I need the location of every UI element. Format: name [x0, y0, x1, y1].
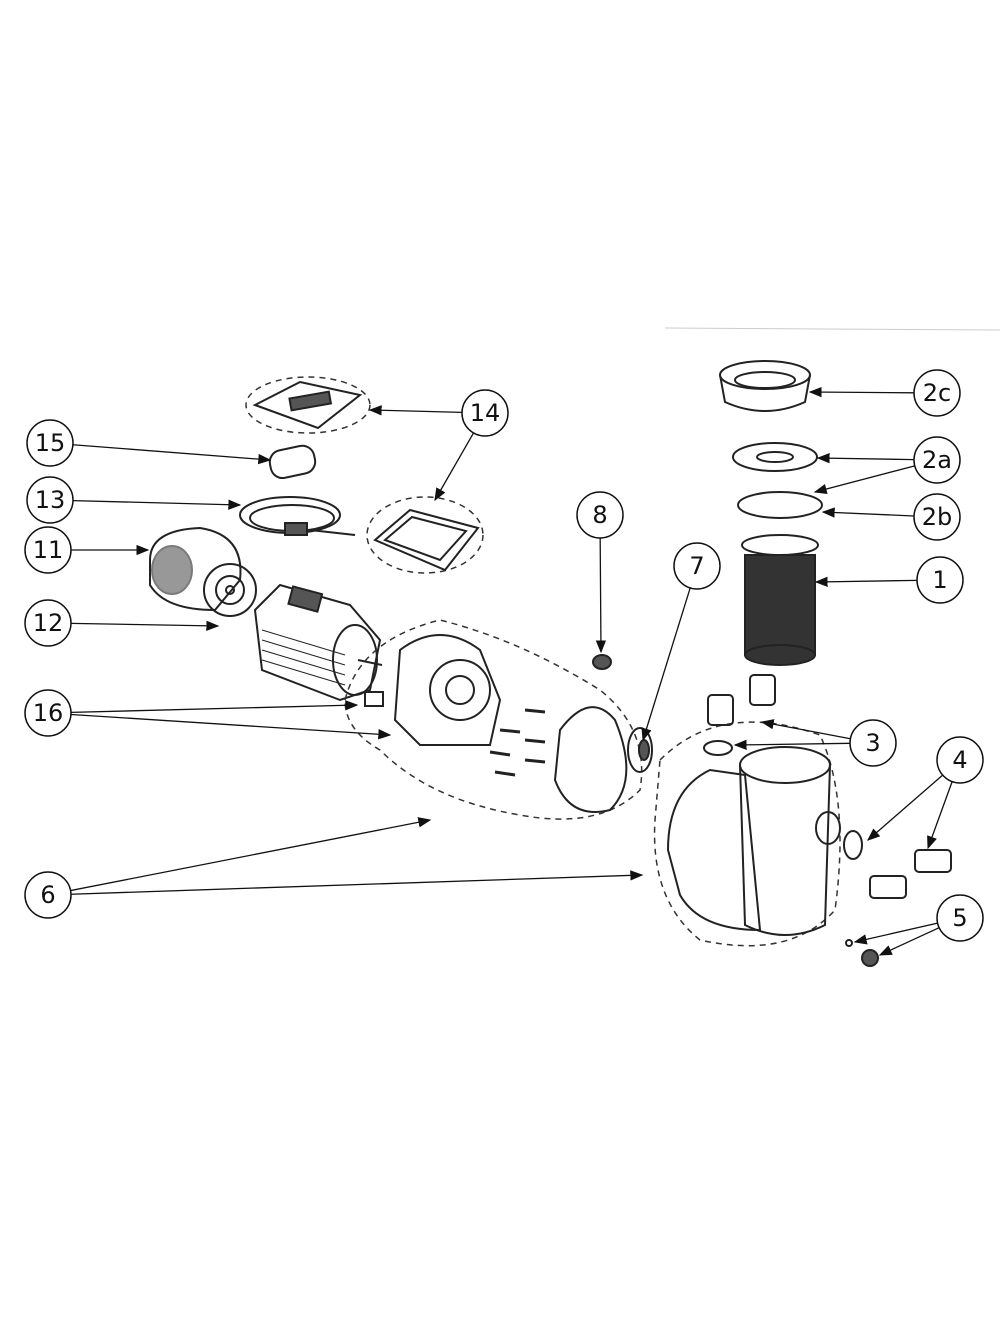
leader-line-16 [70, 700, 359, 714]
leader-line-15 [72, 444, 272, 465]
leader-line-2b [821, 507, 915, 518]
callout-13: 13 [26, 476, 74, 524]
callout-5: 5 [936, 894, 984, 942]
part-5-drain-plug [845, 939, 879, 967]
callout-12: 12 [24, 599, 72, 647]
leader-line-13 [72, 499, 242, 510]
part-13-power-cable [239, 496, 356, 536]
part-7-impeller [627, 727, 653, 773]
part-3-union [703, 674, 776, 756]
callout-label: 5 [952, 904, 967, 932]
callout-4: 4 [936, 736, 984, 784]
callout-label: 13 [35, 486, 66, 514]
callout-circle [24, 871, 72, 919]
callout-circle [24, 689, 72, 737]
callout-label: 2c [923, 379, 951, 407]
leader-line-16 [70, 713, 392, 740]
part-2a-lid [732, 442, 818, 472]
callout-15: 15 [26, 419, 74, 467]
callout-8: 8 [576, 491, 624, 539]
part-14-control-box [366, 496, 484, 574]
callout-circle [576, 491, 624, 539]
callout-circle [24, 526, 72, 574]
part-11-fan-cover [149, 526, 242, 612]
leader-line-3 [760, 719, 851, 740]
callout-label: 6 [40, 881, 55, 909]
callout-label: 16 [33, 699, 64, 727]
part-6-seal-plate-group [344, 619, 643, 820]
part-motor [253, 583, 383, 702]
callout-label: 11 [33, 536, 64, 564]
callout-circle [913, 436, 961, 484]
leader-line-4 [867, 774, 944, 841]
leader-line-7 [641, 587, 691, 742]
leader-line-5 [853, 922, 938, 945]
leader-line-6 [70, 817, 432, 892]
part-2c-lid-ring [719, 360, 811, 412]
callout-label: 15 [35, 429, 66, 457]
leader-line-5 [878, 927, 940, 956]
part-1-strainer-basket [741, 534, 819, 666]
leader-line-6 [70, 870, 644, 895]
part-2b-o-ring [737, 491, 823, 519]
leader-line-2a [816, 452, 915, 464]
callout-2c: 2c [913, 369, 961, 417]
part-12-fan [203, 563, 257, 617]
leader-line-2c [808, 386, 915, 398]
callout-circle [913, 369, 961, 417]
callout-1: 1 [916, 556, 964, 604]
callout-11: 11 [24, 526, 72, 574]
callout-circle [916, 556, 964, 604]
callout-circle [461, 389, 509, 437]
callout-circle [913, 493, 961, 541]
callout-label: 7 [689, 552, 704, 580]
callout-7: 7 [673, 542, 721, 590]
callout-3: 3 [849, 719, 897, 767]
callout-circle [849, 719, 897, 767]
leader-line-14 [368, 405, 463, 416]
leader-line-4 [927, 781, 953, 850]
callout-label: 8 [592, 501, 607, 529]
callout-label: 1 [932, 566, 947, 594]
leader-line-14 [434, 432, 475, 502]
callout-circle [26, 419, 74, 467]
part-4-union [843, 830, 952, 899]
callout-6: 6 [24, 871, 72, 919]
leader-lines [70, 386, 953, 956]
leader-line-2a [813, 465, 915, 495]
leader-line-12 [70, 620, 220, 631]
callout-label: 4 [952, 746, 967, 774]
leader-line-8 [595, 537, 607, 654]
callout-label: 2a [922, 446, 952, 474]
callout-2a: 2a [913, 436, 961, 484]
callout-label: 3 [865, 729, 880, 757]
callouts: 1 2a 2b 2c 3 4 5 6 7 8 11 12 13 14 15 16 [24, 369, 984, 942]
callout-16: 16 [24, 689, 72, 737]
part-14-control-board [245, 376, 371, 434]
leader-line-3 [733, 739, 851, 751]
callout-circle [936, 894, 984, 942]
callout-circle [673, 542, 721, 590]
callout-circle [936, 736, 984, 784]
callout-circle [24, 599, 72, 647]
callout-label: 14 [470, 399, 501, 427]
part-15-capacitor [268, 444, 317, 480]
callout-circle [26, 476, 74, 524]
parts-drawings [149, 360, 952, 967]
divider-line [664, 327, 1000, 331]
part-16-key [364, 691, 384, 707]
part-pump-housing [653, 721, 841, 947]
part-8-diffuser-plug [592, 654, 612, 670]
callout-label: 2b [922, 503, 953, 531]
callout-2b: 2b [913, 493, 961, 541]
callout-label: 12 [33, 609, 64, 637]
leader-line-1 [814, 576, 918, 588]
callout-14: 14 [461, 389, 509, 437]
